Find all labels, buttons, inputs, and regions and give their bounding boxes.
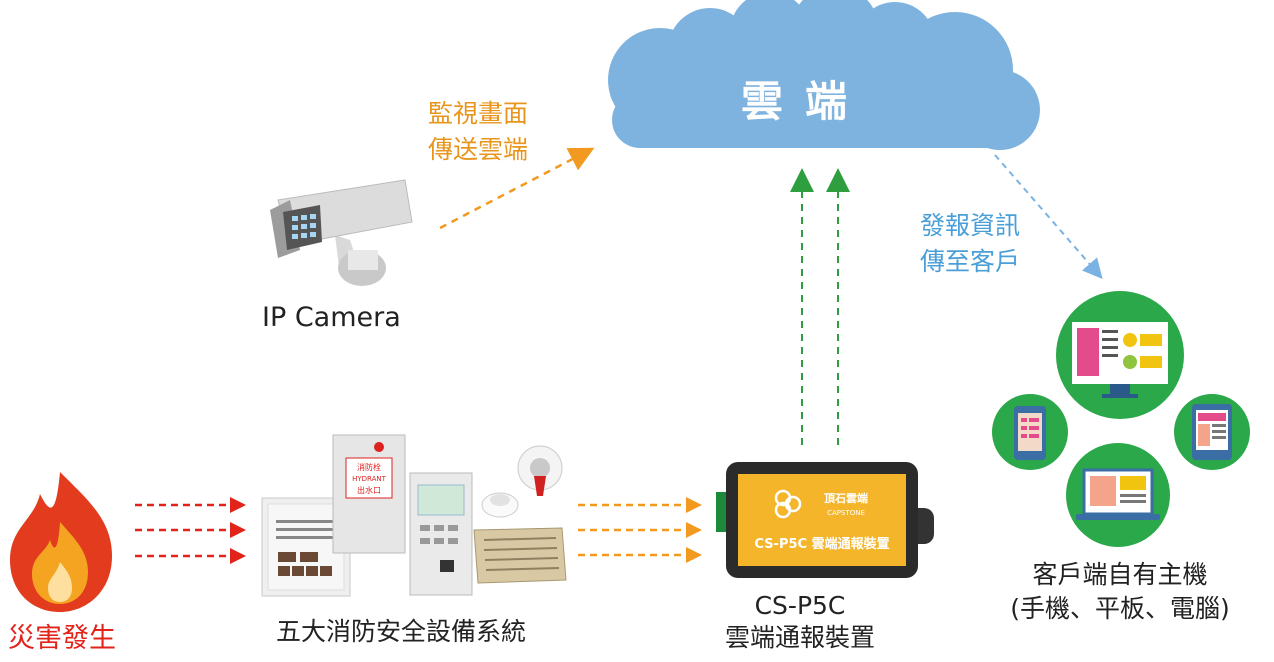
client-line-1: 客戶端自有主機 [1032, 560, 1208, 589]
ip-camera-label: IP Camera [262, 302, 401, 333]
fire-safety-equipment: 消防栓 HYDRANT 出水口 [261, 434, 567, 597]
fire-systems-label: 五大消防安全設備系統 [276, 617, 527, 646]
device-label: CS-P5C 雲端通報裝置 [700, 590, 900, 654]
fire-icon [10, 472, 112, 612]
hydrant-line-2: HYDRANT [352, 475, 387, 483]
cloud-to-client-arrow [994, 154, 1103, 280]
cs-p5c-device: 頂石雲端 CAPSTONE CS-P5C 雲端通報裝置 [716, 462, 934, 578]
cloud-label: 雲端 [740, 77, 869, 126]
disaster-arrows [135, 497, 246, 564]
device-brand-cn: 頂石雲端 [824, 491, 868, 505]
hydrant-line-1: 消防栓 [357, 462, 381, 472]
disaster-label: 災害發生 [8, 623, 116, 654]
device-model-label: CS-P5C [754, 591, 846, 620]
report-flow-line-1: 發報資訊 [920, 211, 1021, 240]
camera-flow-note: 監視畫面 傳送雲端 [428, 96, 528, 168]
client-devices [992, 291, 1250, 547]
device-to-cloud-arrows [790, 168, 850, 445]
client-line-2: (手機、平板、電腦) [1010, 594, 1230, 623]
camera-flow-line-1: 監視畫面 [428, 99, 529, 128]
device-name-label: 雲端通報裝置 [724, 623, 875, 652]
cloud-shape [608, 0, 1040, 150]
hydrant-line-3: 出水口 [357, 485, 381, 495]
client-label: 客戶端自有主機 (手機、平板、電腦) [994, 558, 1246, 626]
device-brand-en: CAPSTONE [827, 509, 865, 517]
report-flow-note: 發報資訊 傳至客戶 [920, 208, 1020, 280]
systems-to-device-arrows [578, 497, 702, 563]
report-flow-line-2: 傳至客戶 [920, 247, 1021, 276]
camera-to-cloud-arrow [439, 147, 595, 230]
camera-flow-line-2: 傳送雲端 [428, 135, 529, 164]
device-plate-text: CS-P5C 雲端通報裝置 [754, 536, 889, 552]
ip-camera-icon [270, 179, 413, 286]
